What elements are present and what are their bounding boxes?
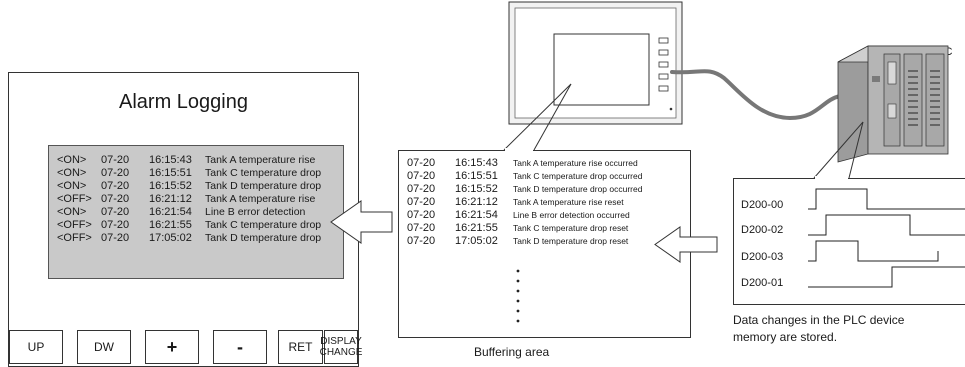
buffer-time: 16:15:52 [455,183,498,195]
signal-trace-d200-02 [808,214,965,236]
device-memory-box: D200-00 D200-02 D200-03 D200-01 [733,178,965,305]
signal-label: D200-01 [741,277,784,289]
buffer-time: 16:21:12 [455,196,498,208]
buffer-message: Line B error detection occurred [513,210,630,220]
buffering-area-label: Buffering area [474,345,550,359]
log-message: Tank C temperature drop [205,219,322,231]
signal-label: D200-02 [741,224,784,236]
buffer-time: 16:15:43 [455,157,498,169]
buffer-entry: 07-20 16:21:12 Tank A temperature rise res… [407,196,624,209]
function-button-row: UP DW + - RET DISPLAY CHANGE [9,330,362,366]
callout-plc-to-memory [813,121,864,179]
buffer-date: 07-20 [407,157,436,169]
buffer-date: 07-20 [407,196,436,208]
log-message: Tank D temperature drop [205,180,322,192]
buffer-date: 07-20 [407,209,436,221]
buffer-entry: 07-20 17:05:02 Tank D temperature drop res… [407,235,628,248]
cable-line [670,69,842,121]
buffer-message: Tank A temperature rise occurred [513,158,638,168]
plus-button[interactable]: + [145,330,199,364]
callout-display-to-buffer [503,83,572,151]
log-state: <OFF> [57,232,92,244]
buffer-time: 17:05:02 [455,235,498,247]
screen-title: Alarm Logging [119,91,248,113]
buffer-entry: 07-20 16:21:55 Tank C temperature drop res… [407,222,628,235]
signal-trace-d200-00 [808,188,965,210]
log-date: 07-20 [101,154,130,166]
log-time: 16:15:52 [149,180,192,192]
up-button[interactable]: UP [9,330,63,364]
memory-caption: Data changes in the PLC device memory ar… [733,313,905,344]
arrow-left-icon [654,226,718,263]
buffer-date: 07-20 [407,222,436,234]
log-state: <OFF> [57,219,92,231]
log-date: 07-20 [101,232,130,244]
log-state: <ON> [57,180,87,192]
log-message: Line B error detection [205,206,306,218]
log-state: <ON> [57,154,87,166]
buffer-date: 07-20 [407,170,436,182]
log-date: 07-20 [101,180,130,192]
buffer-date: 07-20 [407,235,436,247]
arrow-left-icon [330,200,393,244]
log-entry[interactable]: <OFF> 07-20 17:05:02 Tank D temperature dro… [57,232,321,245]
buffer-entry: 07-20 16:15:51 Tank C temperature drop occ… [407,170,642,183]
log-date: 07-20 [101,193,130,205]
log-entry[interactable]: <OFF> 07-20 16:21:12 Tank A temperature ris… [57,193,315,206]
log-time: 16:21:12 [149,193,192,205]
buffer-time: 16:21:55 [455,222,498,234]
display-unit-icon [508,1,683,125]
signal-timing-chart [808,188,965,288]
log-date: 07-20 [101,219,130,231]
signal-label: D200-00 [741,199,784,211]
buffer-entry: 07-20 16:15:52 Tank D temperature drop occ… [407,183,642,196]
continuation-dots [516,269,520,323]
signal-trace-d200-01 [808,266,965,288]
buffer-date: 07-20 [407,183,436,195]
log-entry[interactable]: <ON> 07-20 16:21:54 Line B error detection [57,206,305,219]
log-entry[interactable]: <ON> 07-20 16:15:43 Tank A temperature rise [57,154,315,167]
plc-unit-icon [837,45,949,163]
log-state: <ON> [57,206,87,218]
buffering-area-box: 07-20 16:15:43 Tank A temperature rise occ… [398,150,691,338]
log-entry[interactable]: <OFF> 07-20 16:21:55 Tank C temperature dro… [57,219,321,232]
log-message: Tank D temperature drop [205,232,322,244]
log-time: 16:21:55 [149,219,192,231]
log-date: 07-20 [101,206,130,218]
log-time: 16:15:51 [149,167,192,179]
buffer-entry: 07-20 16:15:43 Tank A temperature rise occ… [407,157,638,170]
log-state: <ON> [57,167,87,179]
buffer-message: Tank A temperature rise reset [513,197,624,207]
log-message: Tank A temperature rise [205,154,316,166]
return-button[interactable]: RET [278,330,323,364]
log-time: 16:15:43 [149,154,192,166]
log-state: <OFF> [57,193,92,205]
display-change-button[interactable]: DISPLAY CHANGE [320,330,362,364]
buffer-message: Tank C temperature drop reset [513,223,629,233]
log-message: Tank C temperature drop [205,167,322,179]
log-message: Tank A temperature rise [205,193,316,205]
signal-label: D200-03 [741,251,784,263]
log-entry[interactable]: <ON> 07-20 16:15:51 Tank C temperature drop [57,167,321,180]
down-button[interactable]: DW [77,330,131,364]
log-time: 16:21:54 [149,206,192,218]
buffer-time: 16:15:51 [455,170,498,182]
log-entry[interactable]: <ON> 07-20 16:15:52 Tank D temperature drop [57,180,321,193]
buffer-time: 16:21:54 [455,209,498,221]
log-time: 17:05:02 [149,232,192,244]
log-date: 07-20 [101,167,130,179]
buffer-message: Tank C temperature drop occurred [513,171,643,181]
buffer-message: Tank D temperature drop occurred [513,184,643,194]
minus-button[interactable]: - [213,330,267,364]
buffer-entry: 07-20 16:21:54 Line B error detection occu… [407,209,630,222]
signal-trace-d200-03 [808,240,939,262]
buffer-message: Tank D temperature drop reset [513,236,629,246]
